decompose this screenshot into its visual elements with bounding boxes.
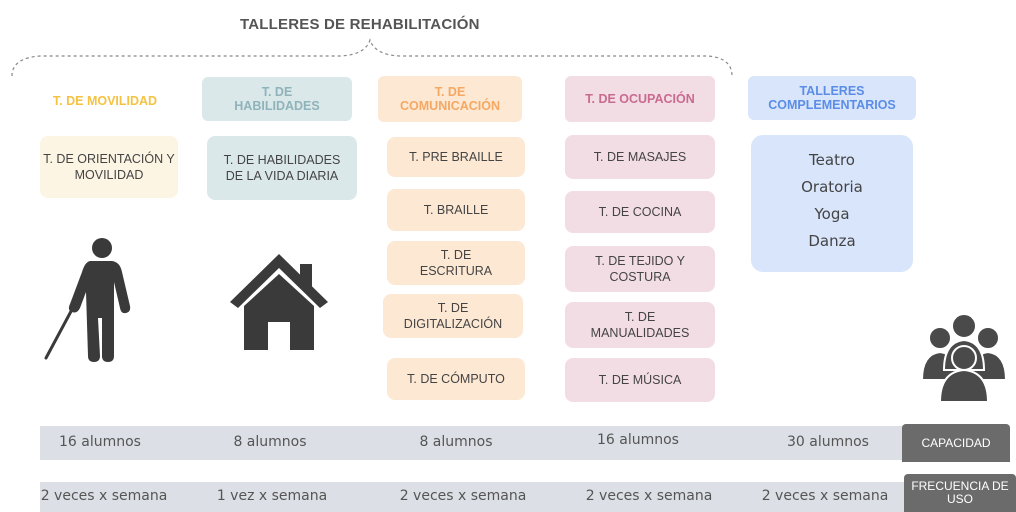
complementary-item: Yoga xyxy=(814,205,850,223)
capacity-habilidades: 8 alumnos xyxy=(233,434,307,450)
house-icon xyxy=(230,254,328,350)
complementary-list: Teatro Oratoria Yoga Danza xyxy=(751,135,913,272)
dashed-brace xyxy=(11,38,733,77)
header-habilidades: T. DE HABILIDADES xyxy=(202,77,352,121)
frequency-habilidades: 1 vez x semana xyxy=(216,488,328,504)
workshop-braille: T. BRAILLE xyxy=(387,189,525,231)
header-complementarios: TALLERES COMPLEMENTARIOS xyxy=(748,76,916,120)
capacity-ocupacion: 16 alumnos xyxy=(597,432,679,448)
capacity-label: CAPACIDAD xyxy=(902,424,1010,462)
complementary-item: Danza xyxy=(808,232,856,250)
frequency-movilidad: 2 veces x semana xyxy=(40,488,168,504)
frequency-label: FRECUENCIA DE USO xyxy=(904,474,1016,512)
frequency-ocupacion: 2 veces x semana xyxy=(585,488,713,504)
frequency-row xyxy=(40,482,910,512)
workshop-cocina: T. DE COCINA xyxy=(565,191,715,233)
workshop-escritura: T. DE ESCRITURA xyxy=(387,241,525,285)
complementary-item: Teatro xyxy=(809,151,855,169)
workshop-masajes: T. DE MASAJES xyxy=(565,135,715,179)
workshop-tejido-costura: T. DE TEJIDO Y COSTURA xyxy=(565,246,715,292)
diagram-title: TALLERES DE REHABILITACIÓN xyxy=(240,16,480,33)
capacity-movilidad: 16 alumnos xyxy=(59,434,141,450)
complementary-item: Oratoria xyxy=(801,178,863,196)
blind-person-with-cane-icon xyxy=(44,238,131,362)
group-of-people-icon xyxy=(920,313,1008,402)
workshop-manualidades: T. DE MANUALIDADES xyxy=(565,302,715,348)
frequency-comunicacion: 2 veces x semana xyxy=(399,488,527,504)
header-comunicacion: T. DE COMUNICACIÓN xyxy=(378,76,522,122)
capacity-complementarios: 30 alumnos xyxy=(787,434,869,450)
frequency-complementarios: 2 veces x semana xyxy=(761,488,889,504)
workshop-pre-braille: T. PRE BRAILLE xyxy=(387,137,525,177)
header-ocupacion: T. DE OCUPACIÓN xyxy=(565,76,715,122)
workshop-musica: T. DE MÚSICA xyxy=(565,358,715,402)
workshop-habilidades-vida-diaria: T. DE HABILIDADES DE LA VIDA DIARIA xyxy=(207,136,357,200)
workshop-orientacion-movilidad: T. DE ORIENTACIÓN Y MOVILIDAD xyxy=(40,136,178,198)
header-movilidad: T. DE MOVILIDAD xyxy=(30,80,180,122)
workshop-computo: T. DE CÓMPUTO xyxy=(387,358,525,400)
capacity-comunicacion: 8 alumnos xyxy=(419,434,493,450)
capacity-row xyxy=(40,426,910,460)
workshop-digitalizacion: T. DE DIGITALIZACIÓN xyxy=(383,294,523,338)
